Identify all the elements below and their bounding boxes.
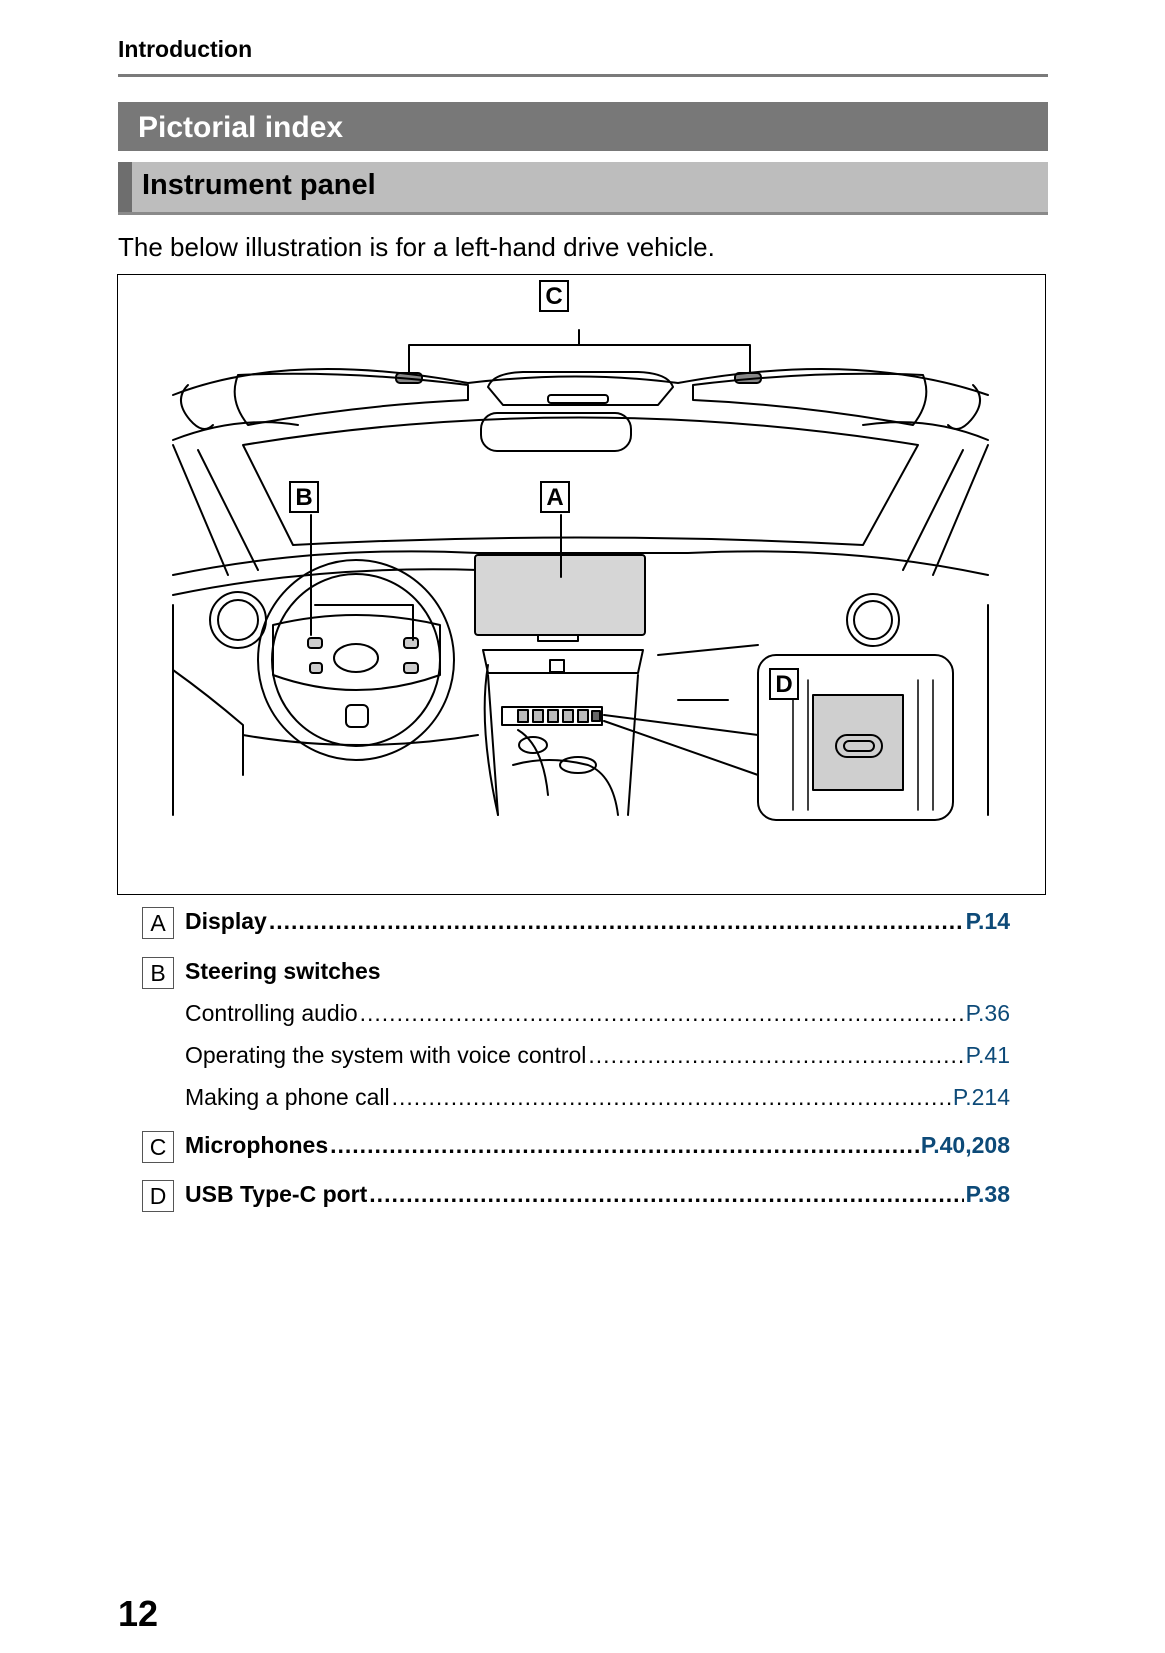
legend-entry: Steering switches xyxy=(185,958,1010,985)
leader-dots xyxy=(360,1000,964,1027)
legend-text: USB Type-C port xyxy=(185,1181,368,1207)
intro-text: The below illustration is for a left-han… xyxy=(118,232,715,262)
legend-entry: Controlling audio P.36 xyxy=(185,1000,1010,1027)
page-ref-link[interactable]: P.214 xyxy=(952,1084,1010,1110)
legend-text: Steering switches xyxy=(185,958,381,984)
leader-dots xyxy=(330,1132,919,1159)
page-ref-link[interactable]: P.41 xyxy=(965,1042,1010,1068)
leader-dots xyxy=(269,908,964,935)
page-ref-link[interactable]: P.14 xyxy=(965,908,1010,934)
legend-row-voice-control[interactable]: Operating the system with voice control … xyxy=(140,1039,1010,1075)
leader-dots xyxy=(392,1084,951,1111)
legend-key: A xyxy=(142,907,174,939)
instrument-panel-figure: C B A D xyxy=(117,274,1046,895)
callout-label-c: C xyxy=(539,280,569,312)
title-band: Pictorial index xyxy=(118,102,1048,151)
legend-key: C xyxy=(142,1131,174,1163)
callout-label-a: A xyxy=(540,481,570,513)
legend-text: Microphones xyxy=(185,1132,329,1158)
page-ref-link[interactable]: P.36 xyxy=(965,1000,1010,1026)
legend-text: Controlling audio xyxy=(185,1000,358,1026)
legend-row-controlling-audio[interactable]: Controlling audio P.36 xyxy=(140,997,1010,1033)
legend-entry: Operating the system with voice control … xyxy=(185,1042,1010,1069)
page-ref-link[interactable]: P.40,208 xyxy=(920,1132,1010,1158)
callout-label-d: D xyxy=(769,668,799,700)
callout-label-b: B xyxy=(289,481,319,513)
page-number: 12 xyxy=(118,1593,159,1634)
legend-entry: USB Type-C port P.38 xyxy=(185,1181,1010,1208)
running-header: Introduction xyxy=(118,36,253,62)
legend-row-phone-call[interactable]: Making a phone call P.214 xyxy=(140,1081,1010,1117)
legend-text: Operating the system with voice control xyxy=(185,1042,587,1068)
leader-dots xyxy=(588,1042,963,1069)
legend-row-microphones[interactable]: C Microphones P.40,208 xyxy=(140,1129,1010,1165)
page-title: Pictorial index xyxy=(138,111,344,144)
leader-dots xyxy=(369,1181,963,1208)
subtitle-accent xyxy=(118,162,132,212)
subtitle-band: Instrument panel xyxy=(118,162,1048,215)
instrument-panel-illustration xyxy=(172,329,989,821)
legend-row-usb-port[interactable]: D USB Type-C port P.38 xyxy=(140,1178,1010,1214)
legend-key: D xyxy=(142,1180,174,1212)
legend-entry: Display P.14 xyxy=(185,908,1010,935)
page-subtitle: Instrument panel xyxy=(142,169,376,201)
legend-row-display[interactable]: A Display P.14 xyxy=(140,905,1010,941)
legend-row-steering-switches: B Steering switches xyxy=(140,955,1010,991)
legend-text: Making a phone call xyxy=(185,1084,390,1110)
legend-text: Display xyxy=(185,908,267,934)
legend-entry: Making a phone call P.214 xyxy=(185,1084,1010,1111)
legend-entry: Microphones P.40,208 xyxy=(185,1132,1010,1159)
header-rule xyxy=(118,74,1048,77)
page-ref-link[interactable]: P.38 xyxy=(965,1181,1010,1207)
legend-key: B xyxy=(142,957,174,989)
